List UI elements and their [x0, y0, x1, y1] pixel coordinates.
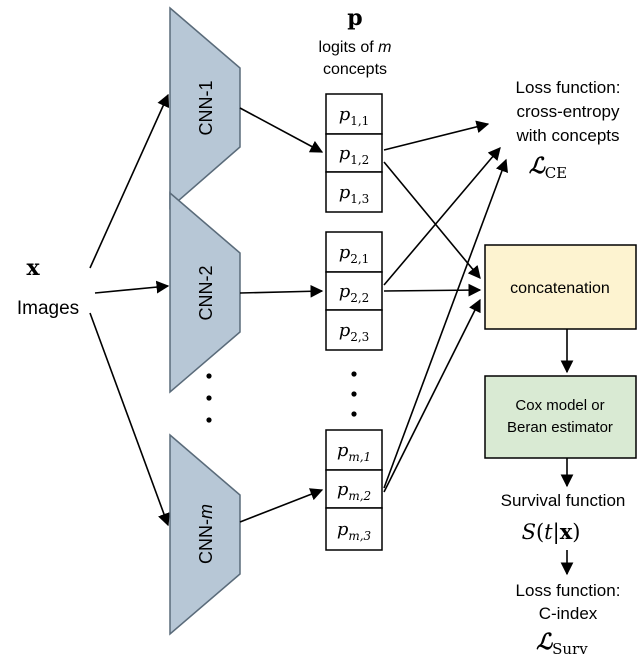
dot [206, 373, 212, 379]
cox-line2: Beran estimator [507, 419, 613, 436]
logit-cell [325, 271, 383, 311]
loss-surv-line2: C-index [539, 604, 598, 623]
logit-cell [325, 429, 383, 471]
arrow-cnn2-logits [239, 284, 324, 298]
loss-surv-line1: Loss function: [516, 581, 621, 600]
logit-cell [325, 469, 383, 509]
logit-cell [325, 309, 383, 351]
cnn-2-label: CNN-2 [196, 265, 216, 320]
loss-ce-line3: with concepts [516, 126, 620, 145]
loss-ce-line2: cross-entropy [517, 102, 620, 121]
cnn-m-shape [169, 433, 241, 636]
logit-p23: p2,3 [339, 320, 370, 344]
logit-group-m: pm,1 pm,2 pm,3 [325, 429, 383, 551]
logit-p21: p2,1 [339, 242, 370, 266]
logit-group-1: p1,1 p1,2 p1,3 [325, 93, 383, 213]
cnn-ellipsis [206, 373, 212, 423]
cnn-2: CNN-2 [169, 191, 241, 394]
arrow-cnn1-logits [239, 107, 324, 153]
cnn-1-shape [169, 6, 241, 210]
arrow-input-cnn1 [89, 93, 170, 269]
loss-surv-symbol: ℒSurv [536, 629, 588, 658]
input-label: Images [17, 298, 79, 319]
survival-label: Survival function [501, 491, 626, 510]
logit-pm1: pm,1 [337, 440, 371, 464]
loss-ce-symbol: ℒCE [529, 153, 567, 182]
logit-p12: p1,2 [339, 143, 370, 167]
cox-line1: Cox model or [515, 397, 604, 414]
logits-symbol: p [347, 5, 362, 31]
arrow-p22-concat [383, 283, 482, 297]
dot [351, 391, 357, 397]
concatenation-box [484, 244, 637, 330]
arrow-cnnm-logits [239, 488, 324, 523]
dot [351, 371, 357, 377]
cnn-m: CNN-m [169, 433, 241, 636]
concatenation-label: concatenation [510, 280, 610, 297]
logit-p13: p1,3 [339, 182, 370, 206]
logit-p11: p1,1 [339, 104, 370, 128]
dot [206, 395, 212, 401]
arrow-p12-lossce [383, 120, 490, 151]
input-symbol: x [26, 255, 40, 281]
cnn-1-label: CNN-1 [196, 80, 216, 135]
arrow-input-cnnm [89, 312, 171, 527]
logit-pm2: pm,2 [337, 479, 371, 503]
logit-cell [325, 93, 383, 135]
logit-ellipsis [351, 371, 357, 417]
logit-cell [325, 507, 383, 551]
arrow-input-cnn2 [94, 280, 170, 294]
cox-box [484, 375, 637, 459]
cnn-2-shape [169, 191, 241, 394]
arrow-pm2-lossce [383, 158, 508, 489]
arrow-pm2-concat [383, 298, 481, 493]
logit-cell [325, 231, 383, 273]
logits-line1: logits of m [319, 39, 392, 56]
cnn-m-label: CNN-m [196, 504, 216, 564]
survival-formula: S(t|x) [522, 519, 581, 545]
dot [351, 411, 357, 417]
logit-p22: p2,2 [339, 281, 370, 305]
logit-group-2: p2,1 p2,2 p2,3 [325, 231, 383, 351]
logit-pm3: pm,3 [337, 519, 372, 543]
loss-ce-line1: Loss function: [516, 78, 621, 97]
arrow-p12-concat [383, 161, 481, 279]
arrow-p22-lossce [383, 147, 501, 286]
dot [206, 417, 212, 423]
logit-cell [325, 171, 383, 213]
cnn-1: CNN-1 [169, 6, 241, 210]
logits-line2: concepts [323, 61, 387, 78]
